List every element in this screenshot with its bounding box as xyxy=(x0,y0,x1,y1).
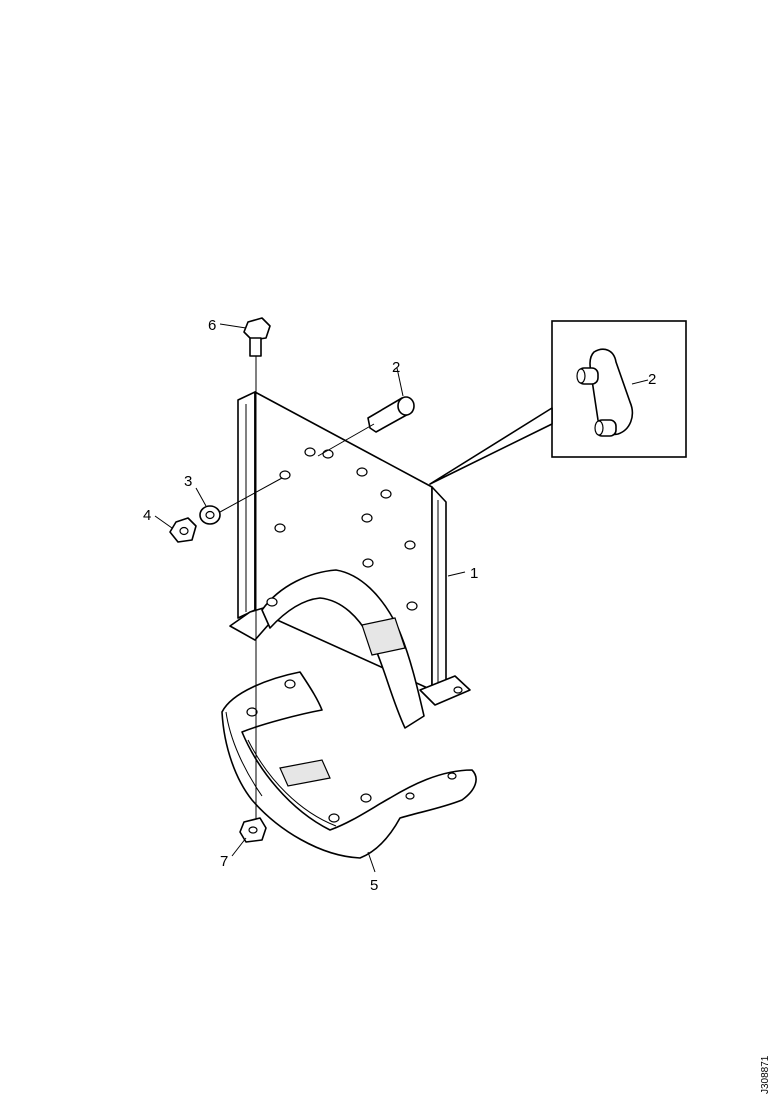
callout-7: 7 xyxy=(220,853,228,870)
stud-2 xyxy=(317,396,415,457)
washer-3 xyxy=(199,505,221,525)
upper-strap xyxy=(261,569,425,729)
inset-detail-box xyxy=(429,320,687,485)
nut-7 xyxy=(239,817,267,843)
callout-1: 1 xyxy=(470,565,478,582)
callout-2-inset: 2 xyxy=(648,371,656,388)
lower-clamp-strap xyxy=(221,671,477,859)
reference-code: J308871 xyxy=(760,1055,771,1094)
callout-4: 4 xyxy=(143,507,151,524)
callout-6: 6 xyxy=(208,317,216,334)
bolt-6 xyxy=(243,317,271,822)
callout-2: 2 xyxy=(392,359,400,376)
inset-stud-2 xyxy=(576,348,634,437)
bracket-plate xyxy=(229,391,471,720)
leader-lines xyxy=(154,323,649,873)
callouts: 1 2 3 4 5 6 7 2 xyxy=(143,317,656,894)
callout-3: 3 xyxy=(184,473,192,490)
nut-4 xyxy=(169,517,197,543)
callout-5: 5 xyxy=(370,877,378,894)
axis-line-nut-4 xyxy=(219,477,283,513)
